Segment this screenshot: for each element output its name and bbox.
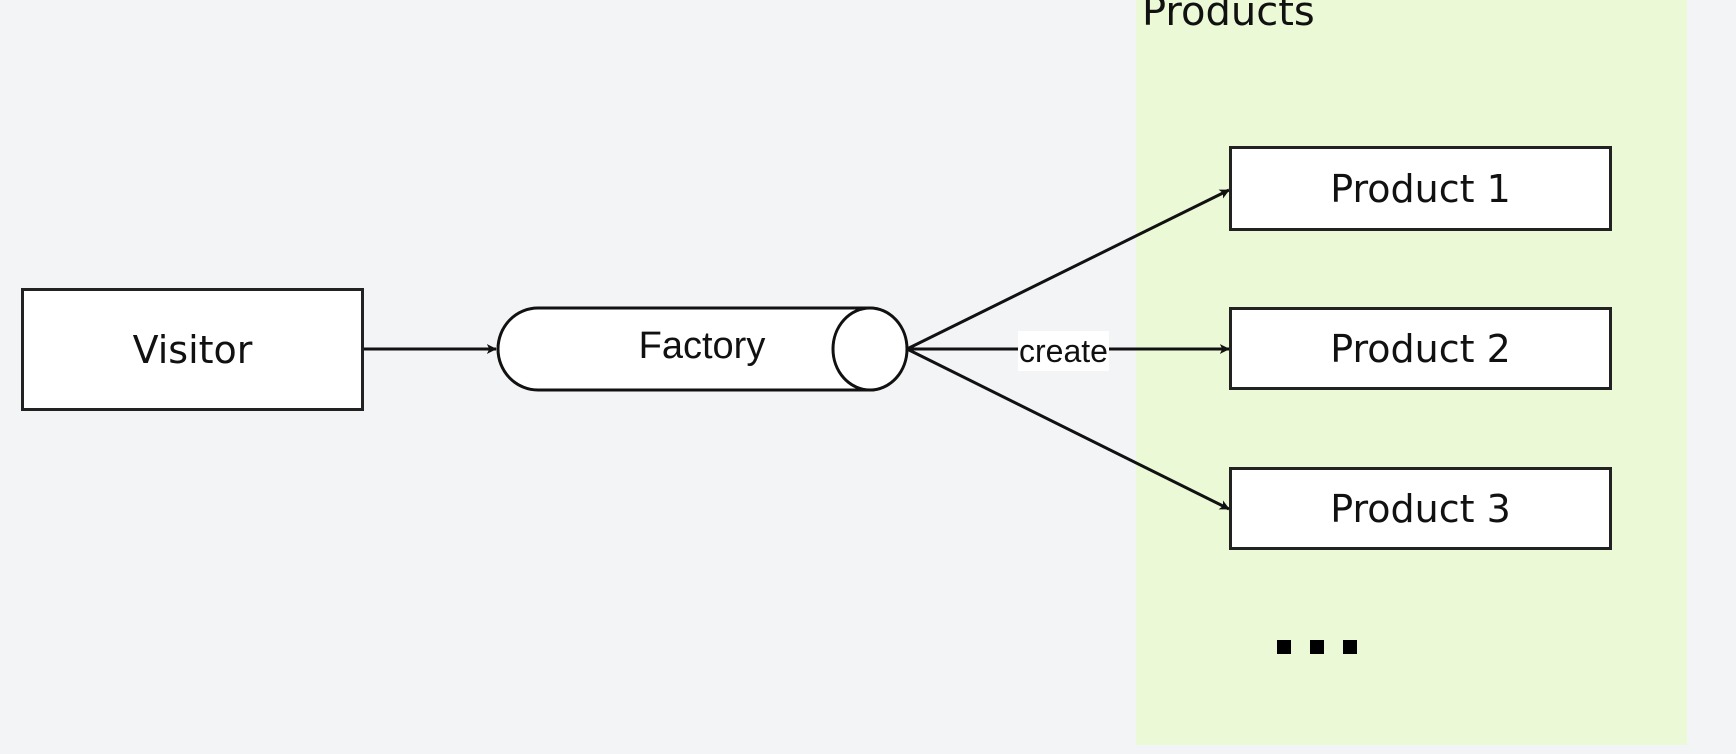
- ellipsis-dot: [1277, 640, 1291, 654]
- more-products-ellipsis: [1277, 640, 1357, 654]
- product-1-label: Product 1: [1330, 166, 1511, 211]
- product-3-label: Product 3: [1330, 486, 1511, 531]
- ellipsis-dot: [1310, 640, 1324, 654]
- factory-node[interactable]: [496, 306, 909, 392]
- product-2-label: Product 2: [1330, 326, 1511, 371]
- edge-factory-product3: [906, 347, 1230, 511]
- edge-factory-product1: [906, 188, 1230, 351]
- factory-cylinder-end: [831, 306, 909, 392]
- ellipsis-dot: [1343, 640, 1357, 654]
- factory-label: Factory: [638, 325, 766, 367]
- visitor-node[interactable]: Visitor: [21, 288, 364, 411]
- product-2-node[interactable]: Product 2: [1229, 307, 1612, 390]
- visitor-label: Visitor: [132, 327, 253, 372]
- products-group-title: Products: [1142, 0, 1315, 35]
- edge-label-create: create: [1018, 331, 1109, 371]
- product-3-node[interactable]: Product 3: [1229, 467, 1612, 550]
- product-1-node[interactable]: Product 1: [1229, 146, 1612, 231]
